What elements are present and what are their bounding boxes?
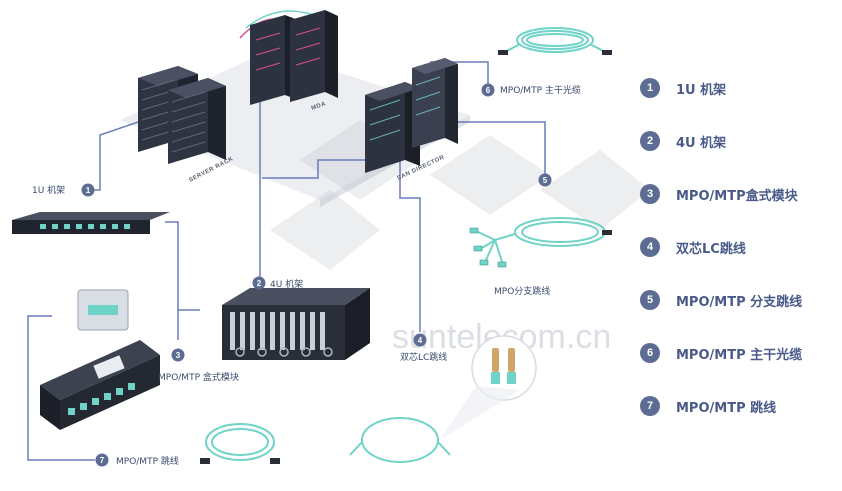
callout-marker-1: 1	[81, 183, 95, 197]
mpo-trunk-cable	[504, 27, 606, 53]
callout-label-2: 4U 机架	[270, 278, 303, 290]
legend-text-4: 双芯LC跳线	[676, 241, 746, 257]
4u-rack-device	[222, 288, 370, 360]
mpo-fanout-cable	[469, 217, 612, 268]
legend-item-6: 6 MPO/MTP 主干光缆	[640, 341, 802, 365]
legend-number-7: 7	[640, 396, 660, 416]
callout-label-3: MPO/MTP 盒式模块	[158, 371, 239, 383]
svg-text:5: 5	[543, 176, 548, 185]
mpo-patch-cord	[200, 423, 280, 464]
legend-item-5: 5 MPO/MTP 分支跳线	[640, 288, 802, 312]
mda-label: MDA	[311, 101, 327, 112]
svg-text:2: 2	[257, 279, 262, 288]
legend-number-1: 1	[640, 78, 660, 98]
legend-number-3: 3	[640, 184, 660, 204]
svg-text:1: 1	[86, 186, 91, 195]
legend-item-7: 7 MPO/MTP 跳线	[640, 394, 776, 418]
duplex-lc-patch-cord	[349, 335, 537, 463]
legend-text-1: 1U 机架	[676, 82, 727, 98]
callout-label-5: MPO分支跳线	[494, 285, 550, 297]
legend-text-7: MPO/MTP 跳线	[676, 400, 777, 416]
mda-rack: MDA	[239, 10, 338, 112]
server-rack: SERVER RACK	[138, 66, 235, 184]
watermark-logo	[270, 120, 650, 270]
callout-label-1: 1U 机架	[32, 184, 65, 196]
san-director-rack: SAN DIRECTOR	[365, 58, 458, 182]
svg-text:3: 3	[176, 351, 181, 360]
mpo-cassette-module	[40, 289, 160, 430]
callout-marker-4: 4	[413, 333, 427, 347]
callout-marker-7: 7	[95, 453, 109, 467]
legend-item-2: 2 4U 机架	[640, 129, 726, 153]
legend-text-5: MPO/MTP 分支跳线	[676, 294, 803, 310]
legend-item-1: 1 1U 机架	[640, 76, 726, 100]
mpo-trunk-connectors	[498, 50, 612, 55]
legend-number-6: 6	[640, 343, 660, 363]
callout-label-6: MPO/MTP 主干光缆	[500, 84, 581, 96]
svg-text:7: 7	[100, 456, 105, 465]
legend-number-5: 5	[640, 290, 660, 310]
legend-text-3: MPO/MTP盒式模块	[676, 188, 798, 204]
legend-number-4: 4	[640, 237, 660, 257]
callout-label-4: 双芯LC跳线	[400, 351, 447, 363]
connection-lines	[27, 61, 546, 461]
callout-marker-3: 3	[171, 348, 185, 362]
legend-item-3: 3 MPO/MTP盒式模块	[640, 182, 798, 206]
1u-rack-device	[12, 212, 170, 234]
callout-label-7: MPO/MTP 跳线	[116, 455, 179, 467]
legend-item-4: 4 双芯LC跳线	[640, 235, 746, 259]
legend-text-2: 4U 机架	[676, 135, 727, 151]
server-rack-label: SERVER RACK	[188, 156, 235, 184]
legend-text-6: MPO/MTP 主干光缆	[676, 347, 803, 363]
svg-text:4: 4	[418, 336, 423, 345]
svg-text:6: 6	[486, 86, 491, 95]
callout-marker-6: 6	[481, 83, 495, 97]
legend-number-2: 2	[640, 131, 660, 151]
callout-marker-5: 5	[538, 173, 552, 187]
callout-marker-2: 2	[252, 276, 266, 290]
